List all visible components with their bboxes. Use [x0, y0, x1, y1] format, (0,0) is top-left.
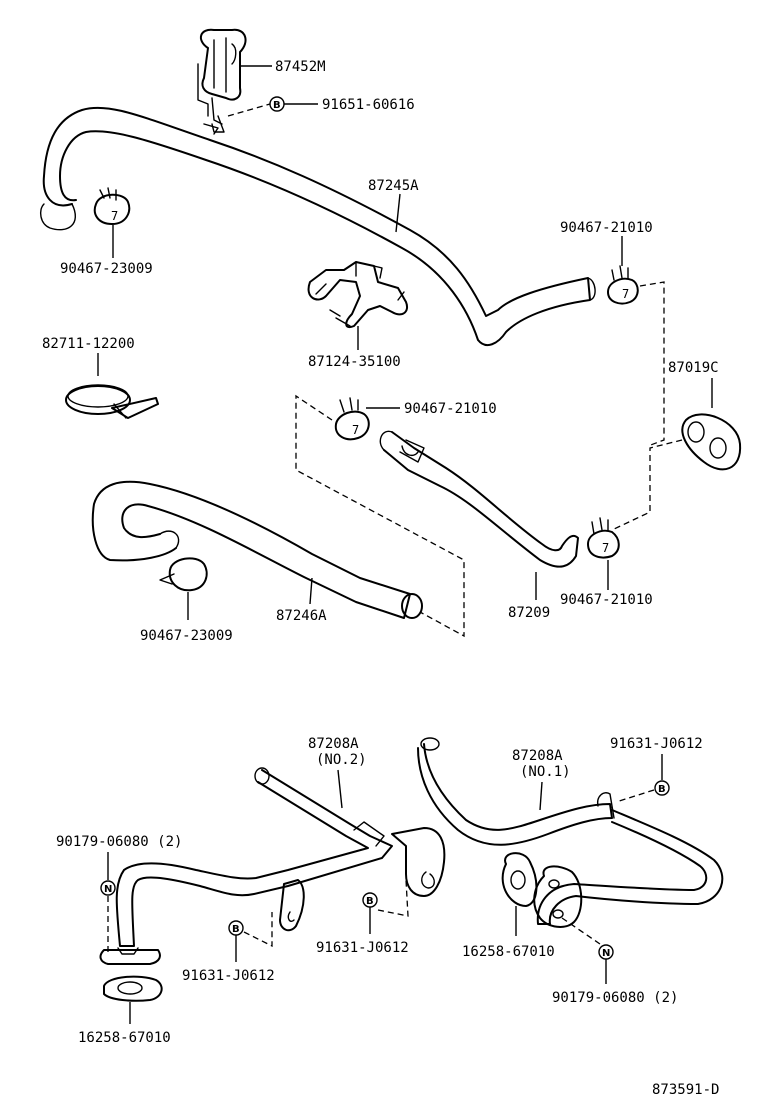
label-82711-12200: 82711-12200 [42, 336, 135, 352]
hose-87246a [91, 480, 423, 619]
svg-text:7: 7 [602, 541, 609, 555]
label-87208a-no1: 87208A [512, 748, 563, 764]
label-87209: 87209 [508, 605, 550, 621]
svg-text:7: 7 [111, 209, 118, 223]
label-90467-23009-top: 90467-23009 [60, 261, 153, 277]
pipe-87208a-no1 [417, 737, 724, 928]
svg-text:N: N [104, 884, 112, 895]
svg-text:7: 7 [352, 423, 359, 437]
svg-text:N: N [602, 948, 610, 959]
label-90179-06080-left: 90179-06080 (2) [56, 834, 182, 850]
label-87245a: 87245A [368, 178, 419, 194]
svg-text:7: 7 [622, 287, 629, 301]
bracket-87124-35100 [307, 261, 408, 328]
bolt-b-icon [654, 780, 670, 796]
label-90467-21010-top-right: 90467-21010 [560, 220, 653, 236]
label-91631-j0612-mid: 91631-J0612 [316, 940, 409, 956]
label-87208a-no1-sub: (NO.1) [520, 764, 571, 780]
label-87124-35100: 87124-35100 [308, 354, 401, 370]
clip-87452m [197, 28, 247, 135]
nut-n-icon [100, 880, 116, 896]
label-87452m: 87452M [275, 59, 326, 75]
label-87208a-no2-sub: (NO.2) [316, 752, 367, 768]
gasket-16258-67010-left [103, 975, 163, 1002]
clamp-90467-23009-top: 7 [93, 187, 131, 225]
clamp-90467-23009-bottom [159, 557, 208, 592]
svg-text:B: B [232, 924, 240, 935]
label-91651-60616: 91651-60616 [322, 97, 415, 113]
label-87019c: 87019C [668, 360, 719, 376]
label-87208a-no2: 87208A [308, 736, 359, 752]
hose-87245a [39, 106, 596, 347]
label-87246a: 87246A [276, 608, 327, 624]
svg-text:B: B [658, 784, 666, 795]
label-90467-21010-bottom-right: 90467-21010 [560, 592, 653, 608]
label-90179-06080-right: 90179-06080 (2) [552, 990, 678, 1006]
label-90467-23009-bottom: 90467-23009 [140, 628, 233, 644]
label-90467-21010-mid: 90467-21010 [404, 401, 497, 417]
clamp-90467-21010-top-right: 7 [607, 265, 639, 305]
pipe-87208a-no2 [99, 767, 446, 965]
gasket-16258-67010-right [501, 852, 538, 907]
label-16258-67010-right: 16258-67010 [462, 944, 555, 960]
clamp-90467-21010-bottom-right: 7 [587, 517, 620, 559]
svg-text:B: B [366, 896, 374, 907]
label-16258-67010-left: 16258-67010 [78, 1030, 171, 1046]
svg-text:B: B [273, 100, 281, 111]
figure-code: 873591-D [652, 1082, 719, 1098]
label-91631-j0612-left: 91631-J0612 [182, 968, 275, 984]
label-91631-j0612-right: 91631-J0612 [610, 736, 703, 752]
band-82711-12200 [65, 384, 159, 419]
clamp-90467-21010-mid: 7 [334, 397, 370, 441]
grommet-87019c [681, 413, 742, 471]
hose-87209 [379, 430, 579, 568]
